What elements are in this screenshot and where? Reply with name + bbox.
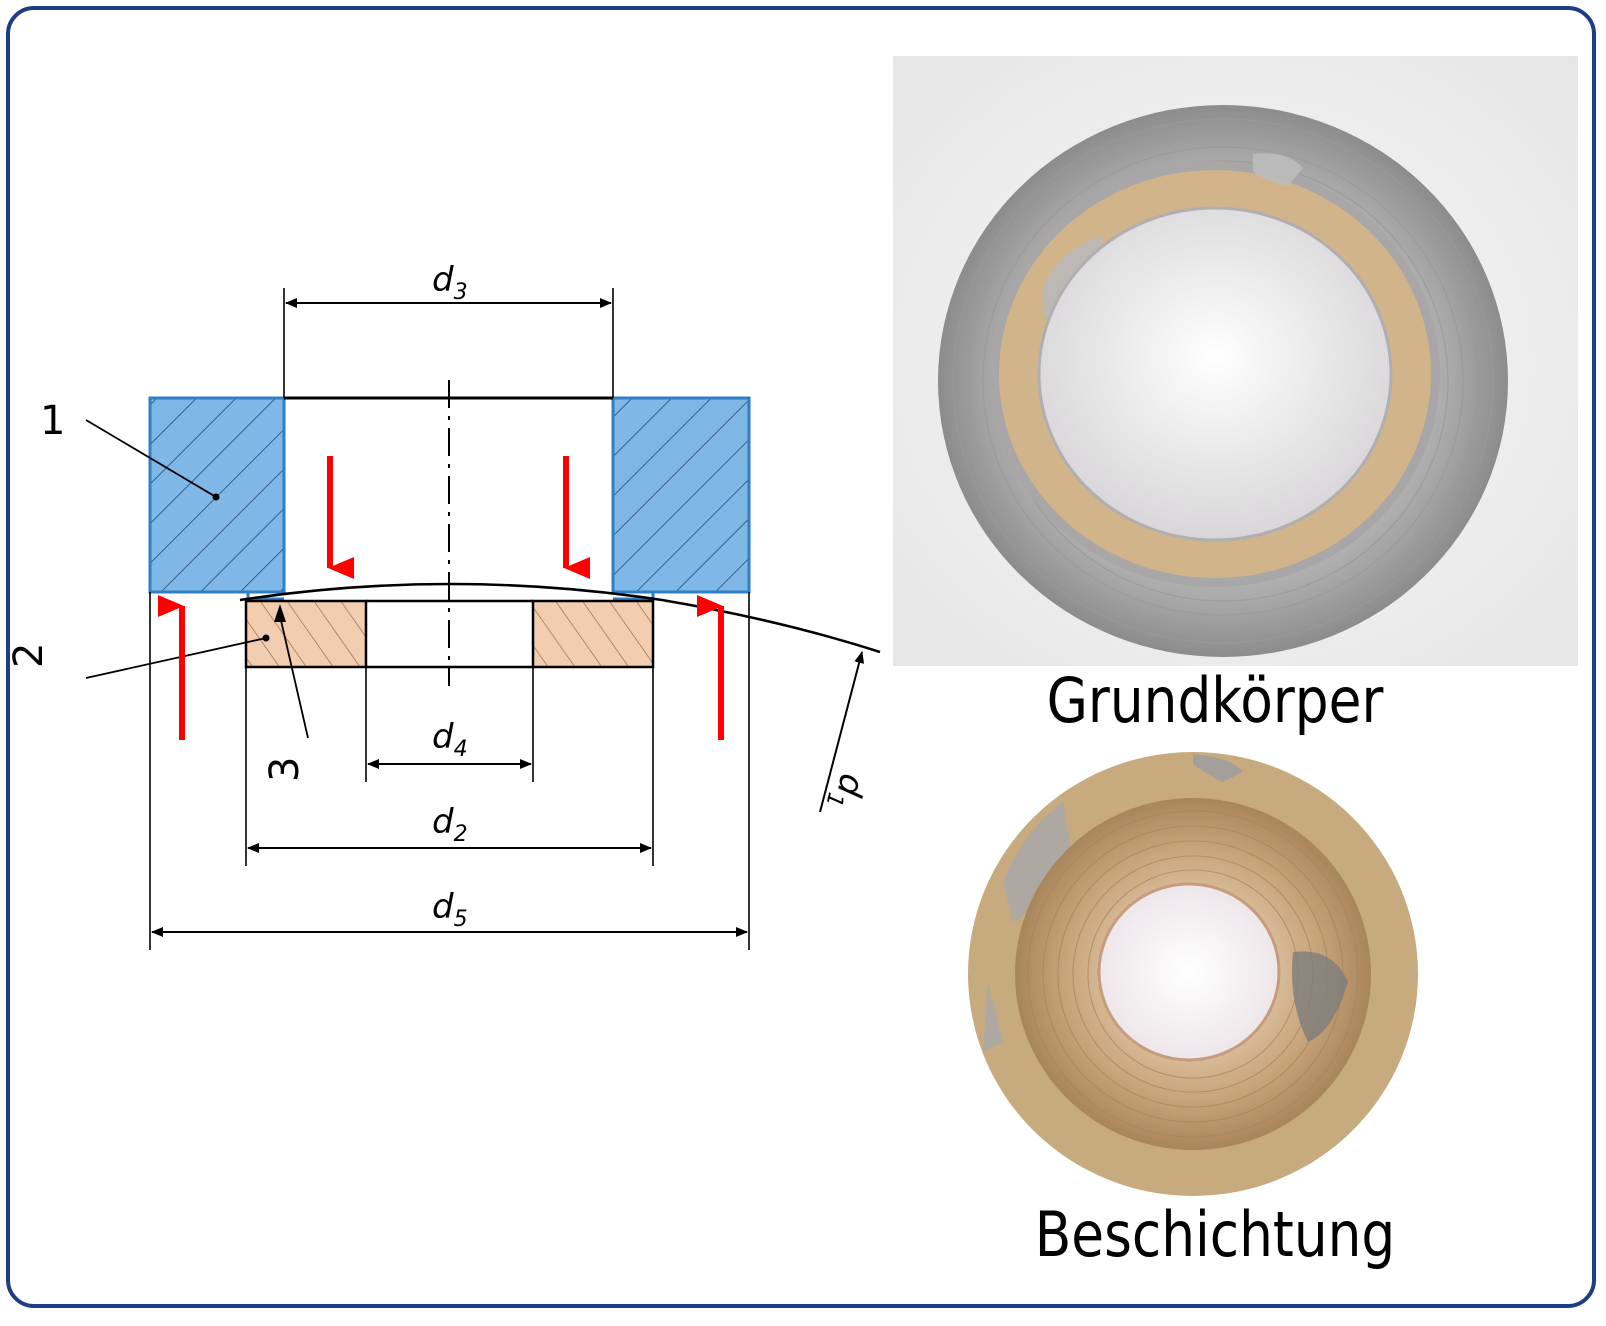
coating-left-section (244, 599, 368, 669)
technical-drawing: d3 d4 d2 d5 d1 1 2 3 (6, 260, 881, 950)
base-body-step-left (150, 590, 284, 601)
dimension-label-d5: d5 (432, 887, 468, 932)
photo-base-body (893, 56, 1578, 666)
part-leaders (85, 419, 309, 739)
photo-coating (893, 742, 1578, 1212)
dimension-lines (151, 298, 865, 937)
base-body-right-section (611, 396, 751, 594)
dimension-label-d3: d3 (432, 260, 468, 305)
dimension-label-d1: d1 (820, 769, 872, 814)
part-number-3: 3 (262, 757, 308, 782)
dimension-label-d4: d4 (432, 717, 468, 762)
base-body-step-right (613, 590, 655, 601)
caption-base-body: Grundkörper (1046, 664, 1384, 737)
spherical-contact-curve (239, 582, 881, 654)
coating-part-2 (244, 599, 655, 669)
part-number-1: 1 (40, 398, 65, 444)
force-arrows (158, 456, 724, 740)
coating-right-section (531, 599, 655, 669)
extension-lines (149, 288, 750, 950)
part-number-2: 2 (6, 643, 52, 668)
dimension-label-d2: d2 (432, 802, 468, 847)
caption-coating: Beschichtung (1034, 1198, 1396, 1271)
dimension-line-d1 (819, 651, 865, 813)
